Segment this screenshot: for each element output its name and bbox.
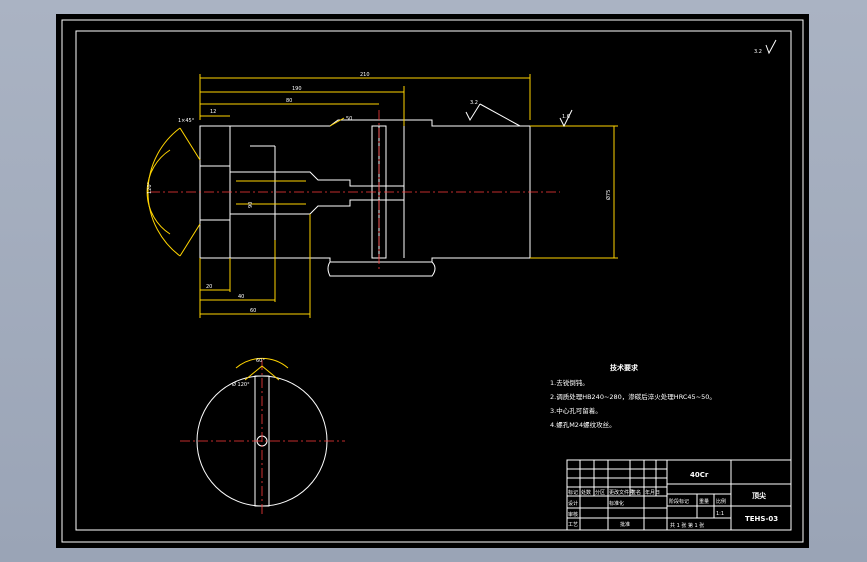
- part-name: 顶尖: [752, 491, 766, 500]
- surface-finish-2: 1.6: [562, 114, 570, 120]
- dim-angle-60: 60°: [256, 358, 265, 364]
- scale-value: 1:1: [716, 511, 724, 517]
- rev-h-mark: 标记: [568, 489, 578, 496]
- rev-h-sign: 签名: [631, 489, 641, 496]
- role-approve: 批准: [620, 521, 630, 528]
- dim-taper-end: Ø 120°: [232, 381, 250, 388]
- dim-len-12: 12: [210, 109, 216, 115]
- rev-h-count: 处数: [581, 489, 591, 496]
- notes-title: 技术要求: [610, 363, 639, 372]
- role-design: 设计: [568, 500, 578, 507]
- title-block: 标记 处数 分区 更改文件号 签名 年月日 设计 标准化 审核 工艺 批准 40…: [566, 459, 792, 531]
- material: 40Cr: [690, 471, 709, 479]
- scale-label: 比例: [716, 498, 726, 505]
- dim-diameter-main: Ø75: [605, 190, 612, 200]
- role-std: 标准化: [609, 500, 624, 507]
- dim-len-40: 40: [238, 294, 244, 300]
- drawing-sheet: [56, 14, 809, 548]
- surface-finish-1: 3.2: [470, 100, 478, 106]
- weight-label: 重量: [699, 498, 709, 505]
- role-process: 工艺: [568, 522, 578, 528]
- dim-len-60: 60: [250, 308, 256, 314]
- section-view: 60° Ø 120°: [180, 357, 345, 515]
- note-1: 1.去锐倒钝。: [550, 378, 589, 387]
- dim-len-90: 90: [248, 202, 254, 208]
- surface-finish-general: 3.2: [754, 39, 777, 55]
- sheet-count: 共 1 张 第 1 张: [670, 522, 704, 529]
- rev-h-doc: 更改文件号: [609, 489, 634, 496]
- rev-h-zone: 分区: [595, 489, 605, 496]
- role-check: 审核: [568, 511, 578, 518]
- front-view: 120° 1×45° 210 190 80 12 20 40 60 Ø75 50: [146, 72, 618, 318]
- sheet-border-inner: [75, 30, 792, 531]
- sheet-border-outer: [61, 19, 804, 543]
- rev-h-date: 年月日: [645, 489, 660, 496]
- stage-label: 阶段标记: [669, 498, 689, 505]
- dim-len-20: 20: [206, 284, 212, 290]
- drawing-number: TEHS-03: [745, 515, 778, 523]
- dim-len-80: 80: [286, 98, 292, 104]
- dim-len-190: 190: [292, 86, 302, 92]
- note-3: 3.中心孔可留着。: [550, 406, 602, 415]
- surface-finish-value: 3.2: [754, 49, 762, 55]
- technical-notes: 技术要求 1.去锐倒钝。 2.调质处理HB240~280，渗碳后淬火处理HRC4…: [550, 363, 716, 429]
- dim-overall-length: 210: [360, 72, 370, 78]
- note-2: 2.调质处理HB240~280，渗碳后淬火处理HRC45~50。: [550, 392, 716, 401]
- dim-angle-120: 120°: [147, 181, 153, 194]
- note-4: 4.螺孔M24螺纹攻丝。: [550, 420, 616, 429]
- dim-chamfer: 1×45°: [178, 118, 195, 124]
- dim-len-50: 50: [346, 116, 352, 122]
